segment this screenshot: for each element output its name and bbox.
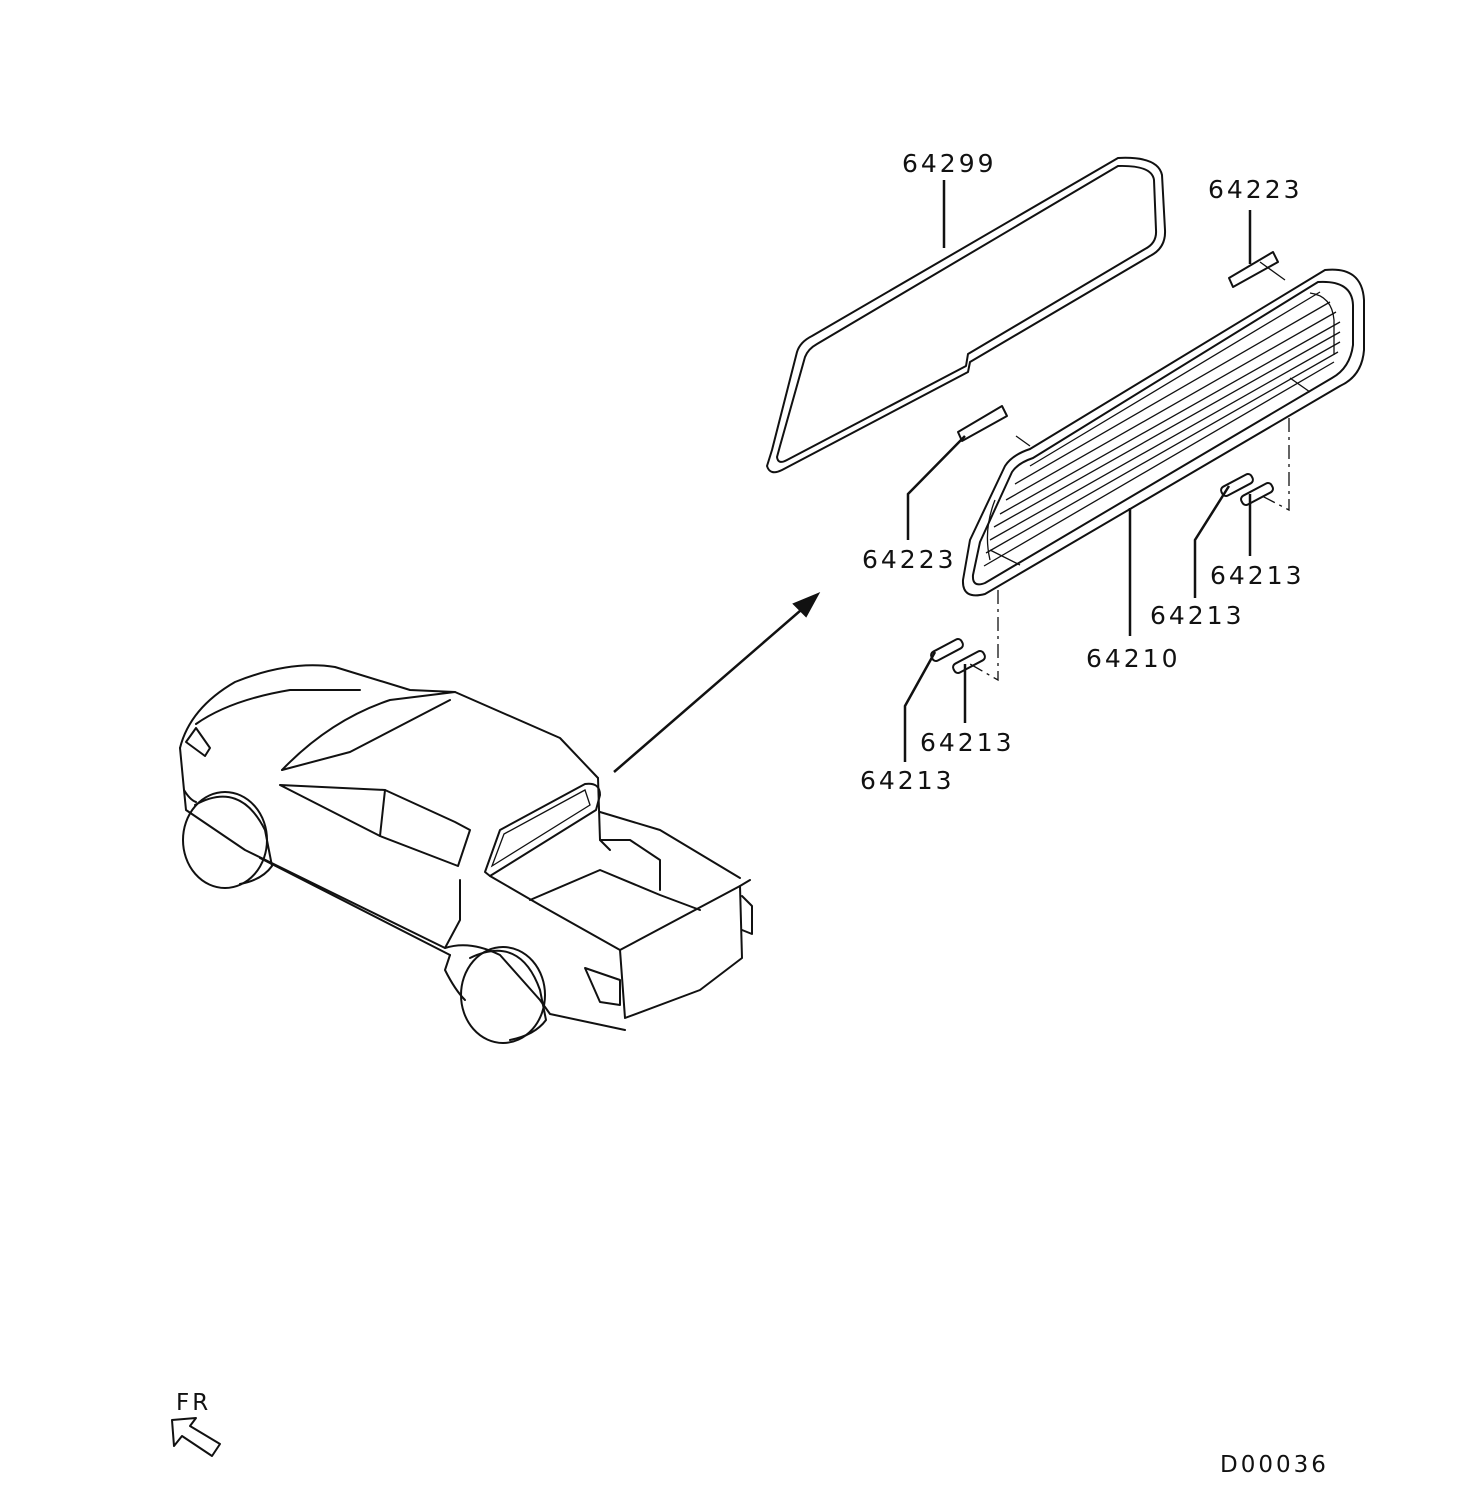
- diagram-code: D00036: [1220, 1452, 1329, 1478]
- front-direction-label: FR: [176, 1390, 211, 1416]
- label-64223-left: 64223: [862, 545, 957, 574]
- label-64299: 64299: [902, 149, 997, 178]
- label-64223-upper: 64223: [1208, 175, 1303, 204]
- rear-glass-64210: [961, 261, 1365, 597]
- fastener-64223-upper: [1228, 251, 1279, 288]
- fastener-64223-left: [957, 405, 1008, 442]
- label-64213-left-outer: 64213: [860, 766, 955, 795]
- label-64213-right-outer: 64213: [1210, 561, 1305, 590]
- pointer-arrow-icon: [613, 591, 821, 773]
- front-direction-arrow-icon: [171, 1417, 221, 1457]
- label-64213-right-inner: 64213: [1150, 601, 1245, 630]
- weatherstrip-64299: [766, 156, 1167, 474]
- spacer-64213-left-a: [930, 638, 964, 662]
- spacer-64213-right-a: [1220, 473, 1254, 497]
- spacer-64213-left-b: [952, 650, 986, 674]
- pickup-truck-icon: [179, 664, 753, 1044]
- label-64210: 64210: [1086, 644, 1181, 673]
- label-64213-left-inner: 64213: [920, 728, 1015, 757]
- spacer-64213-right-b: [1240, 482, 1274, 506]
